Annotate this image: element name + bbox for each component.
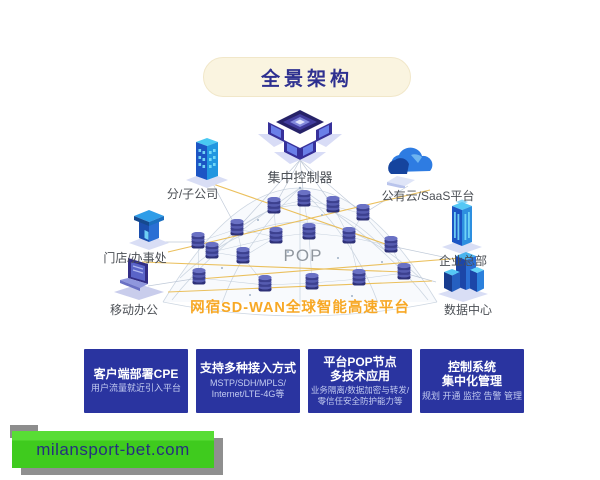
pop-node-icon bbox=[397, 263, 411, 280]
platform-caption: 网宿SD-WAN全球智能高速平台 bbox=[190, 300, 410, 316]
feature-title: 支持多种接入方式 bbox=[199, 361, 296, 376]
pop-node-icon bbox=[236, 247, 250, 264]
feature-box-pop: 平台POP节点 多技术应用 业务隔离/数据加密与转发/ 零信任安全防护能力等 bbox=[308, 349, 412, 413]
feature-subtitle: 零信任安全防护能力等 bbox=[317, 396, 403, 407]
feature-box-access: 支持多种接入方式 MSTP/SDH/MPLS/ Internet/LTE-4G等 bbox=[196, 349, 300, 413]
storefront-icon bbox=[129, 210, 169, 250]
watermark-box: milansport-bet.com bbox=[12, 431, 214, 468]
feature-subtitle: 规划 开通 监控 告警 管理 bbox=[422, 390, 523, 401]
watermark: milansport-bet.com bbox=[8, 423, 244, 477]
watermark-text: milansport-bet.com bbox=[36, 439, 190, 459]
feature-title: 平台POP节点 bbox=[323, 354, 397, 369]
feature-title: 多技术应用 bbox=[329, 368, 390, 383]
pop-node-icon bbox=[305, 273, 319, 290]
pop-node-icon bbox=[267, 197, 281, 214]
pop-node-icon bbox=[326, 196, 340, 213]
feature-box-row: 客户端部署CPE 用户流量就近引入平台 支持多种接入方式 MSTP/SDH/MP… bbox=[84, 349, 525, 413]
feature-subtitle: Internet/LTE-4G等 bbox=[211, 389, 285, 400]
pop-node-icon bbox=[352, 269, 366, 286]
feature-subtitle: MSTP/SDH/MPLS/ bbox=[209, 377, 286, 388]
feature-title: 集中化管理 bbox=[442, 374, 503, 389]
pop-node-icon bbox=[342, 227, 356, 244]
laptop-icon bbox=[114, 258, 164, 300]
branch-label: 分/子公司 bbox=[166, 187, 219, 201]
office-building-icon bbox=[186, 138, 228, 188]
feature-subtitle: 业务隔离/数据加密与转发/ bbox=[310, 385, 410, 396]
pop-node-icon bbox=[205, 242, 219, 259]
hq-tower-icon bbox=[442, 199, 482, 254]
pop-node-icon bbox=[297, 190, 311, 207]
feature-box-cpe: 客户端部署CPE 用户流量就近引入平台 bbox=[84, 349, 188, 413]
cloud-icon bbox=[387, 147, 433, 188]
store-label: 门店/办事处 bbox=[103, 251, 167, 265]
controller-cluster-icon bbox=[258, 110, 342, 164]
pop-node-icon bbox=[302, 223, 316, 240]
controller-label: 集中控制器 bbox=[267, 170, 333, 185]
mobile-label: 移动办公 bbox=[109, 303, 158, 317]
pop-node-icon bbox=[191, 232, 205, 249]
datacenter-label: 数据中心 bbox=[443, 303, 492, 317]
feature-title: 控制系统 bbox=[448, 359, 497, 374]
pop-node-icon bbox=[269, 227, 283, 244]
hq-label: 企业总部 bbox=[438, 254, 487, 268]
pop-node-icon bbox=[356, 204, 370, 221]
pop-label: POP bbox=[283, 246, 323, 265]
datacenter-servers-icon bbox=[438, 252, 488, 302]
feature-title: 客户端部署CPE bbox=[93, 366, 179, 381]
pop-node-icon bbox=[192, 268, 206, 285]
page-title: 全景架构 bbox=[203, 57, 411, 97]
cloud-label: 公有云/SaaS平台 bbox=[381, 189, 475, 203]
feature-box-control: 控制系统 集中化管理 规划 开通 监控 告警 管理 bbox=[420, 349, 525, 413]
pop-node-icon bbox=[230, 219, 244, 236]
pop-node-icon bbox=[384, 236, 398, 253]
pop-node-icon bbox=[258, 275, 272, 292]
pop-node-icons bbox=[191, 190, 411, 292]
feature-subtitle: 用户流量就近引入平台 bbox=[90, 383, 181, 394]
